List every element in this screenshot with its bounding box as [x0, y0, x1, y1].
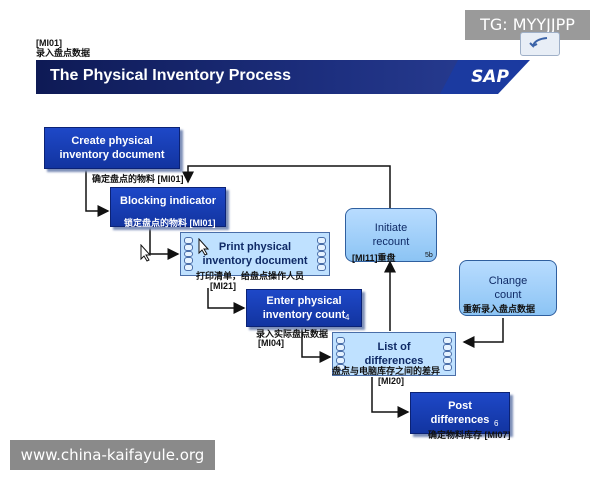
node-blocking-text: Blocking indicator	[120, 195, 216, 207]
node-print-line1: Print physical	[218, 241, 292, 253]
node-list-line2: differences	[364, 355, 424, 367]
sap-logo: SAP	[471, 67, 509, 87]
node-create-line2: inventory document	[59, 149, 165, 161]
node-change-count[interactable]: Change count	[459, 260, 557, 316]
label-print-code: [MI21]	[210, 281, 237, 291]
label-print: 打印清单，给盘点操作人员	[196, 271, 305, 281]
label-post: 确定物料库存 [MI07]	[428, 430, 511, 440]
node-create-inventory-document[interactable]: Create physical inventory document	[44, 127, 180, 169]
label-list-code: [MI20]	[378, 376, 405, 386]
node-list-of-differences[interactable]: List of differences	[332, 332, 456, 376]
node-enter-line2: inventory count	[262, 309, 346, 321]
node-initiate-recount[interactable]: Initiate recount	[345, 208, 437, 262]
transaction-code: [MI01] 录入盘点数据	[36, 38, 91, 58]
nav-back-icon[interactable]	[520, 32, 560, 56]
label-create: 确定盘点的物料 [MI01]	[92, 174, 184, 184]
node-change-line2: count	[494, 289, 522, 301]
node-post-differences[interactable]: Post differences	[410, 392, 510, 434]
node-change-line1: Change	[488, 275, 528, 287]
label-blocking: 锁定盘点的物料 [MI01]	[124, 218, 216, 228]
node-initiate-number: 5b	[425, 252, 433, 259]
node-print-inventory-document[interactable]: Print physical inventory document	[180, 232, 330, 276]
node-post-line1: Post	[448, 400, 472, 412]
watermark-bottom-left: www.china-kaifayule.org	[10, 440, 215, 470]
label-enter-code: [MI04]	[258, 338, 285, 348]
node-initiate-line2: recount	[372, 236, 410, 248]
node-post-number: 6	[494, 419, 499, 428]
node-enter-line1: Enter physical	[266, 295, 342, 307]
mouse-cursor-icon	[140, 243, 152, 267]
node-enter-number: 4	[345, 313, 350, 322]
node-initiate-line1: Initiate	[374, 222, 408, 234]
node-post-line2: differences	[430, 414, 490, 426]
node-list-line1: List of	[377, 341, 411, 353]
label-initiate: [MI11]重盘	[352, 253, 396, 263]
node-create-line1: Create physical	[71, 135, 153, 147]
node-enter-inventory-count[interactable]: Enter physical inventory count	[246, 289, 362, 327]
label-change: 重新录入盘点数据	[463, 304, 536, 314]
logo-wedge	[440, 60, 530, 94]
label-list: 盘点与电脑库存之间的差异	[332, 366, 441, 376]
label-enter: 录入实际盘点数据	[256, 329, 329, 339]
node-blocking-indicator[interactable]: Blocking indicator	[110, 187, 226, 227]
mouse-cursor-icon-2	[198, 237, 210, 261]
node-print-line2: inventory document	[202, 255, 308, 267]
watermark-top-right: TG: MYYJJPP	[465, 10, 590, 40]
